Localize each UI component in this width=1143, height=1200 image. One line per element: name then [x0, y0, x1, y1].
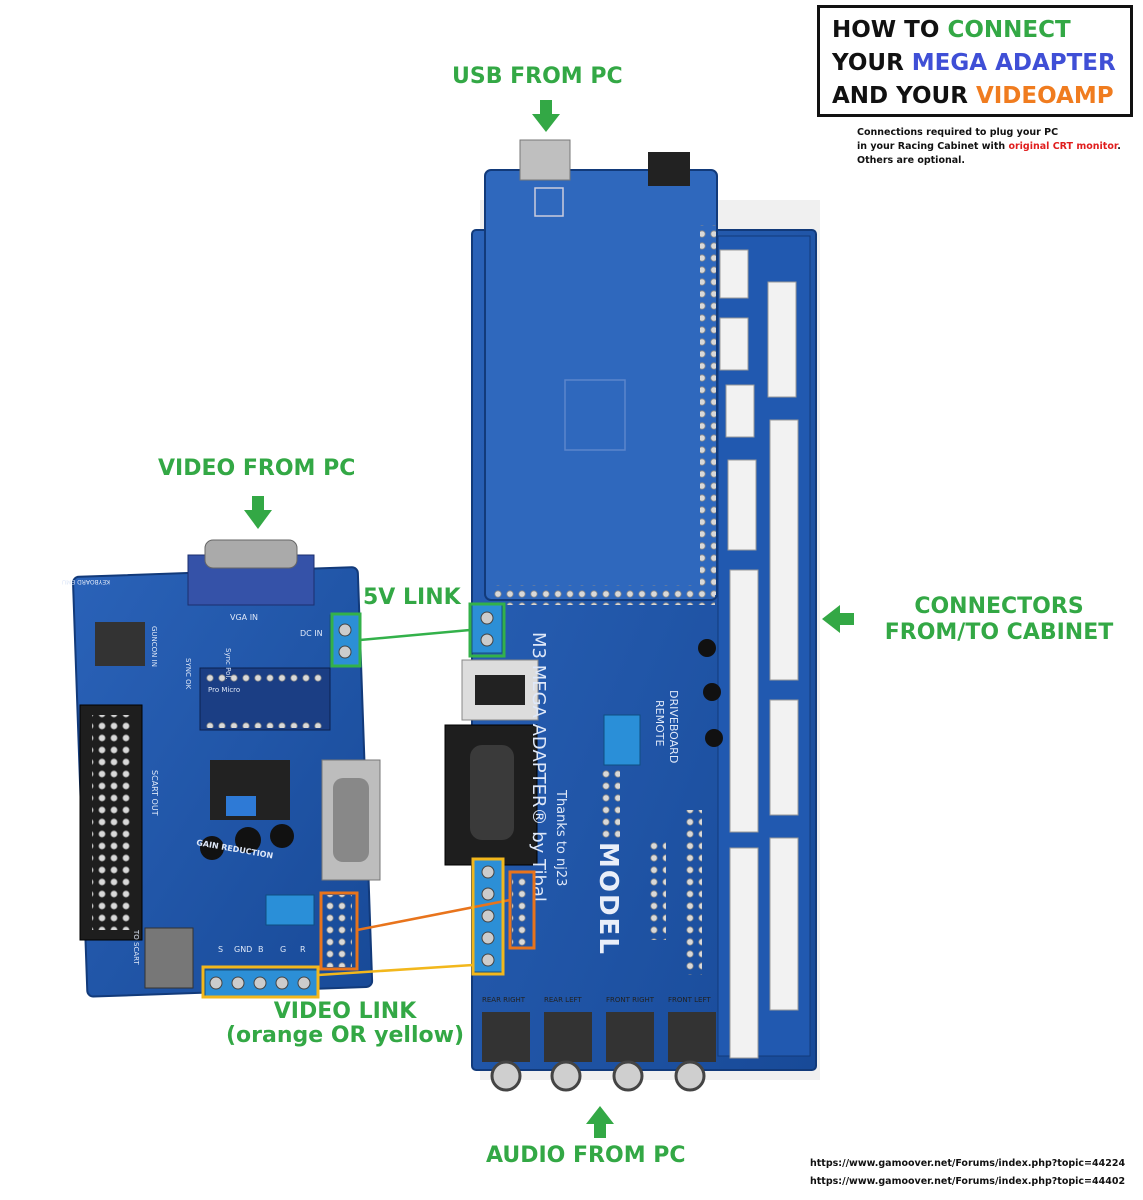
title-line-3: AND YOUR VIDEOAMP — [832, 83, 1114, 109]
model-logo: MODEL — [593, 842, 623, 956]
connectors-arrow-icon — [822, 605, 854, 633]
gncon-label: GUNCON IN — [150, 626, 158, 667]
mega-adapter-thanks: Thanks to nj23 — [553, 789, 568, 886]
pin-label-s: S — [218, 945, 223, 954]
video-from-pc-label: VIDEO FROM PC — [158, 456, 356, 481]
5v-link-line — [359, 628, 471, 642]
scart-out-label: SCART OUT — [150, 770, 159, 816]
pin-label-r: R — [300, 945, 306, 954]
title-line-2: YOUR MEGA ADAPTER — [832, 50, 1116, 76]
pin-label-g: G — [280, 945, 286, 954]
audio-from-pc-label: AUDIO FROM PC — [486, 1143, 686, 1168]
videoamp-orange-highlight — [319, 891, 359, 971]
audio-label-rear-left: REAR LEFT — [544, 996, 582, 1004]
audio-arrow-icon — [586, 1106, 614, 1138]
usb-arrow-icon — [532, 100, 560, 132]
requirement-note: Connections required to plug your PC in … — [857, 127, 1121, 166]
sync-ok-label: SYNC OK — [184, 658, 192, 690]
sync-pol-label: Sync Pol. — [224, 648, 232, 680]
orange-link-line — [356, 898, 511, 932]
keyboard-emu-label: KEYBOARD EMU — [62, 578, 110, 585]
vga-in-label: VGA IN — [230, 613, 258, 622]
cabinet-connectors — [719, 249, 799, 1059]
mega-yellow-highlight — [471, 857, 505, 976]
video-link-label: VIDEO LINK (orange OR yellow) — [226, 999, 464, 1048]
mega-orange-highlight — [508, 870, 536, 950]
mega-adapter-board: M3 MEGA ADAPTER® by Tibal Thanks to nj23… — [444, 139, 817, 1092]
mega-adapter-title: M3 MEGA ADAPTER® by Tibal — [528, 632, 549, 902]
pin-label-b: B — [258, 945, 264, 954]
dc-in-label: DC IN — [300, 629, 323, 638]
pin-label-gnd: GND — [234, 945, 252, 954]
to-scart-label: TO SCART — [132, 929, 140, 965]
title-line-1: HOW TO CONNECT — [832, 17, 1071, 43]
videoamp-board: VGA IN DC IN GUNCON IN SYNC OK SCART OUT… — [62, 539, 381, 998]
forum-link-1[interactable]: https://www.gamoover.net/Forums/index.ph… — [810, 1158, 1126, 1169]
forum-link-2[interactable]: https://www.gamoover.net/Forums/index.ph… — [810, 1176, 1126, 1187]
title-box: HOW TO CONNECT YOUR MEGA ADAPTER AND YOU… — [817, 5, 1133, 117]
audio-label-front-right: FRONT RIGHT — [606, 996, 655, 1004]
audio-label-front-left: FRONT LEFT — [668, 996, 711, 1004]
videoamp-yellow-highlight — [201, 965, 320, 999]
yellow-link-line — [317, 963, 474, 977]
audio-label-rear-right: REAR RIGHT — [482, 996, 526, 1004]
usb-from-pc-label: USB FROM PC — [452, 64, 623, 89]
audio-jacks — [482, 1012, 716, 1092]
pro-micro-label: Pro Micro — [208, 686, 240, 694]
connectors-label: CONNECTORS FROM/TO CABINET — [884, 594, 1114, 645]
5v-link-label: 5V LINK — [363, 585, 461, 610]
video-arrow-icon — [244, 496, 272, 529]
arduino-mega — [484, 139, 718, 605]
arrows — [244, 100, 854, 1138]
remote-label: REMOTE — [653, 700, 666, 746]
driveboard-label: DRIVEBOARD — [667, 690, 680, 763]
out-pin-labels: R G B S GND — [218, 945, 306, 954]
